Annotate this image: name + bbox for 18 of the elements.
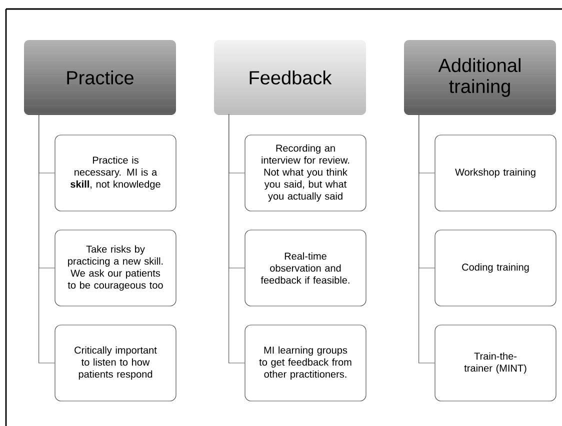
node-label: Additional training <box>438 58 520 97</box>
heading-box: Practice <box>24 40 176 115</box>
connector-line <box>228 114 245 364</box>
text-box: Recording an interview for review. Not what you think you said, but what you actually said <box>244 134 366 212</box>
text-box: Train-the-trainer (MINT) <box>434 324 556 402</box>
connector-line <box>418 114 435 364</box>
text-box: MI learning groups to get feedback from other practitioners. <box>244 324 366 402</box>
text-box: Critically important to listen to how patients respond <box>54 324 176 402</box>
connector-line <box>38 114 55 364</box>
text-box: Workshop training <box>434 134 556 212</box>
text-box: Coding training <box>434 230 556 306</box>
node-label: Feedback <box>250 70 332 84</box>
heading-box: Additional training <box>404 40 556 115</box>
heading-box: Feedback <box>214 40 366 115</box>
node-label: Practice <box>67 70 134 84</box>
text-box: Real-time observation and feedback if feasible. <box>244 230 366 306</box>
text-box: Practice is necessary. MI is a skill, not knowledge <box>54 134 176 212</box>
text-box: Take risks by practicing a new skill. We ask our patients to be courageous too <box>54 230 176 306</box>
